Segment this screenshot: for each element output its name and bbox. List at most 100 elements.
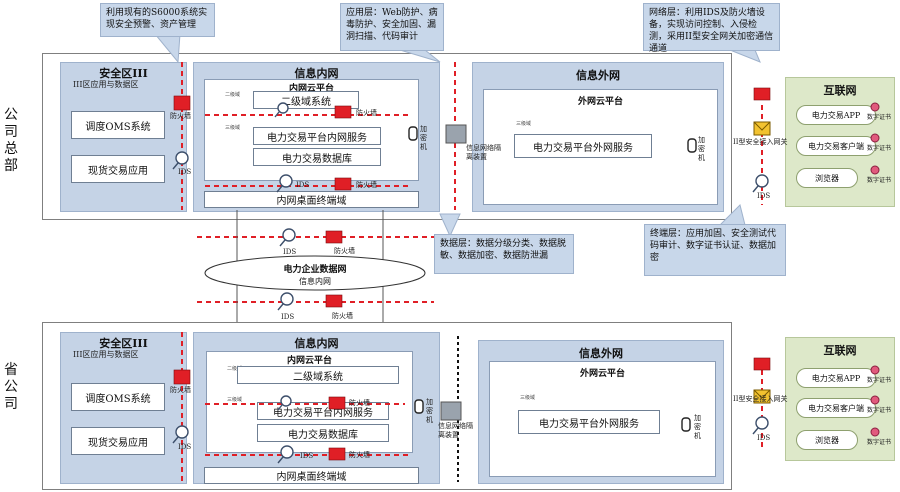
mgmt-callout: 利用现有的S6000系统实现安全预警、资产管理 (100, 3, 215, 37)
firewall-label: 防火墙 (332, 312, 353, 320)
db-box[interactable]: 电力交易数据库 (257, 424, 389, 442)
cert-key-icon (870, 395, 880, 405)
hq-outer-net: 信息外网 外网云平台 三级域 电力交易平台外网服务 (472, 62, 724, 212)
firewall-icon (173, 95, 191, 111)
isolation-label: 信息网络隔离装置 (466, 144, 501, 161)
outer-cloud: 外网云平台 三级域 电力交易平台外网服务 (489, 361, 716, 477)
cert-label: 数字证书 (867, 407, 892, 414)
gateway-icon (753, 121, 771, 136)
ids-icon (172, 151, 189, 170)
ellipse-line2: 信息内网 (299, 277, 331, 286)
ids-icon (277, 395, 292, 411)
inner-cloud-title: 内网云平台 (288, 84, 334, 94)
gateway-label: II型安全接入网关 (733, 395, 788, 403)
spot-trading-box[interactable]: 现货交易应用 (71, 155, 165, 183)
encrypt-icon (414, 399, 424, 414)
hq-side-label: 公司总部 (4, 107, 18, 174)
prov-security-zone: 安全区III III区应用与数据区 调度OMS系统 现货交易应用 (60, 332, 187, 484)
cert-label: 数字证书 (867, 377, 892, 384)
terminal-box[interactable]: 内网桌面终端域 (204, 467, 419, 484)
firewall-icon (334, 177, 352, 191)
level2-box[interactable]: 二级域系统 (237, 366, 399, 384)
ids-icon (172, 425, 189, 444)
ids-label: IDS (296, 181, 310, 189)
data-layer-callout: 数据层：数据分级分类、数据脱敏、数据加密、数据防泄漏 (434, 234, 574, 274)
ids-icons (172, 102, 769, 464)
security-zone-title: 安全区III (99, 337, 148, 350)
isolation-label: 信息网络隔离装置 (438, 422, 473, 439)
firewall-icon (325, 230, 343, 244)
ids-label: IDS (178, 168, 192, 176)
firewall-icon (753, 87, 771, 101)
oms-box[interactable]: 调度OMS系统 (71, 383, 165, 411)
ids-label: IDS (757, 192, 771, 200)
inner-cloud: 内网云平台 二级域 二级域系统 三级域 电力交易平台内网服务 电力交易数据库 (204, 79, 419, 181)
ids-icon (277, 445, 294, 464)
ids-icon (752, 174, 769, 193)
ids-icon (279, 228, 296, 247)
firewall-icons (173, 87, 771, 461)
ids-icon (276, 174, 293, 193)
firewall-label: 防火墙 (170, 112, 191, 120)
app-pill[interactable]: 电力交易APP (796, 105, 876, 125)
ids-icon (274, 102, 289, 118)
cert-label: 数字证书 (867, 177, 892, 184)
outer-service-box[interactable]: 电力交易平台外网服务 (514, 134, 652, 158)
cert-key-icon (870, 365, 880, 375)
firewall-label: 防火墙 (356, 181, 377, 189)
encrypt-label: 加密机 (694, 414, 701, 440)
encrypt-icon (687, 138, 697, 153)
hq-security-zone: 安全区III III区应用与数据区 调度OMS系统 现货交易应用 (60, 62, 187, 212)
data-network-ellipse (204, 255, 426, 291)
browser-pill[interactable]: 浏览器 (796, 430, 858, 450)
outer-net-title: 信息外网 (576, 69, 620, 82)
encrypt-label: 加密机 (426, 398, 433, 424)
domain-tag: 三级域 (516, 121, 532, 127)
cert-label: 数字证书 (867, 114, 892, 121)
encrypt-icon (681, 417, 691, 432)
firewall-icon (325, 294, 343, 308)
firewall-icon (173, 369, 191, 385)
hq-internet-zone: 互联网 电力交易APP 电力交易客户端 浏览器 (785, 77, 895, 207)
client-pill[interactable]: 电力交易客户端 (796, 136, 876, 156)
callout-pointers (153, 33, 761, 238)
encrypt-icons (408, 126, 697, 432)
zone-sub-label: III区应用与数据区 (73, 350, 139, 359)
gateway-icon (753, 389, 771, 404)
inner-service-box[interactable]: 电力交易平台内网服务 (253, 127, 381, 145)
oms-box[interactable]: 调度OMS系统 (71, 111, 165, 139)
ids-label: IDS (757, 434, 771, 442)
browser-pill[interactable]: 浏览器 (796, 168, 858, 188)
cert-key-icon (870, 133, 880, 143)
domain-tag: 二级域 (225, 92, 241, 98)
spot-trading-box[interactable]: 现货交易应用 (71, 427, 165, 455)
outer-service-box[interactable]: 电力交易平台外网服务 (518, 410, 660, 434)
isolation-device-icon (445, 124, 467, 144)
cert-label: 数字证书 (867, 439, 892, 446)
cert-label: 数字证书 (867, 145, 892, 152)
outer-cloud: 外网云平台 三级域 电力交易平台外网服务 (483, 89, 718, 205)
encrypt-icon (408, 126, 418, 141)
outer-cloud-title: 外网云平台 (577, 97, 623, 107)
terminal-box[interactable]: 内网桌面终端域 (204, 191, 419, 208)
app-pill[interactable]: 电力交易APP (796, 368, 876, 388)
inner-service-box[interactable]: 电力交易平台内网服务 (257, 402, 389, 420)
prov-outer-net: 信息外网 外网云平台 三级域 电力交易平台外网服务 (478, 340, 724, 484)
firewall-icon (328, 447, 346, 461)
inner-net-title: 信息内网 (294, 337, 339, 350)
ids-label: IDS (300, 452, 314, 460)
prov-inner-net: 信息内网 内网云平台 二级域 二级域系统 三级域 电力交易平台内网服务 电力交易… (193, 332, 440, 484)
ellipse-line1: 电力企业数据网 (283, 265, 347, 275)
firewall-label: 防火墙 (349, 399, 370, 407)
firewall-icon (753, 357, 771, 371)
domain-tag: 三级域 (227, 397, 243, 403)
firewall-label: 防火墙 (170, 386, 191, 394)
inner-net-title: 信息内网 (294, 67, 339, 80)
firewall-label: 防火墙 (356, 109, 377, 117)
gateway-icons (753, 121, 771, 404)
ids-label: IDS (178, 443, 192, 451)
ids-label: IDS (281, 313, 295, 321)
db-box[interactable]: 电力交易数据库 (253, 148, 381, 166)
client-pill[interactable]: 电力交易客户端 (796, 398, 876, 418)
encrypt-label: 加密机 (420, 125, 427, 151)
